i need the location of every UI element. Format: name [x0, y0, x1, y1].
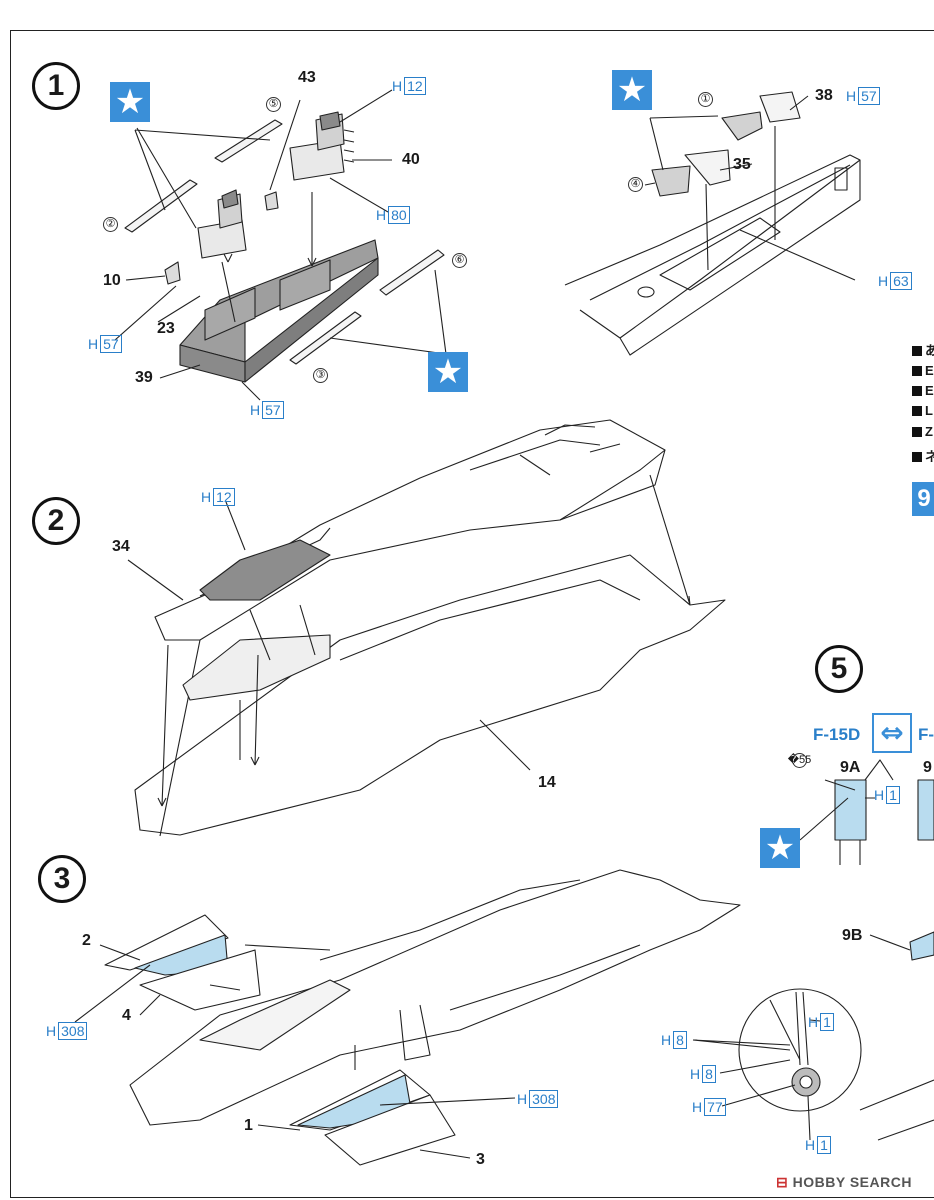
part-number-label: 9: [923, 759, 932, 776]
cockpit-tub-drawing: [179, 239, 379, 383]
star-icon: ★: [110, 82, 150, 122]
part-number-label: 9A: [840, 759, 861, 776]
decal-sheet-number: �55: [787, 753, 812, 768]
part-number-label: 34: [112, 538, 130, 555]
part-number-label: 38: [815, 87, 833, 104]
assembled-fuselage-drawing: [129, 869, 741, 1126]
part-number-label: 40: [402, 151, 420, 168]
part-number-label: 10: [103, 272, 121, 289]
legend-item: あ: [912, 344, 934, 357]
decal-sheet-number: ①: [698, 92, 713, 107]
part-number-label: 3: [476, 1151, 485, 1168]
part-number-label: 23: [157, 320, 175, 337]
star-icon: ★: [760, 828, 800, 868]
decal-sheet-number: ⑤: [266, 97, 281, 112]
step-number-5: 5: [815, 645, 863, 693]
decal-strips-step1: [124, 119, 445, 365]
upper-fuselage-drawing: [154, 419, 666, 641]
variant-label-other: F-: [918, 725, 934, 744]
legend-item: L: [912, 404, 933, 417]
ejection-seat-front: [197, 189, 247, 259]
step-number-1: 1: [32, 62, 80, 110]
part-number-label: 43: [298, 69, 316, 86]
watermark-text: HOBBY SEARCH: [792, 1174, 912, 1190]
legend-item: E: [912, 364, 934, 377]
swap-arrows-icon: ⇔: [872, 713, 912, 753]
gear-detail-circle: [738, 988, 862, 1112]
part-number-label: 4: [122, 1007, 131, 1024]
legend-badge: 9: [912, 482, 934, 516]
part-number-label: 1: [244, 1117, 253, 1134]
rear-fuselage-cockpit-drawing: [564, 154, 861, 356]
decal-sheet-number: ②: [103, 217, 118, 232]
legend-item: ネ: [912, 450, 934, 463]
part-number-label: 2: [82, 932, 91, 949]
legend-item: Z: [912, 425, 933, 438]
part-number-label: 14: [538, 774, 556, 791]
lower-fuselage-drawing: [134, 554, 726, 837]
intake-right-drawing: [289, 1069, 456, 1166]
variant-label-f15d: F-15D: [813, 725, 861, 744]
star-icon: ★: [612, 70, 652, 110]
watermark: ⊟ HOBBY SEARCH: [776, 1174, 912, 1191]
part-number-label: 39: [135, 369, 153, 386]
decal-sheet-number: ④: [628, 177, 643, 192]
page-border: [10, 30, 934, 1198]
step-number-3: 3: [38, 855, 86, 903]
step-number-2: 2: [32, 497, 80, 545]
ejection-seat-rear: [289, 111, 355, 181]
intake-left-drawing: [104, 914, 261, 1011]
star-icon: ★: [428, 352, 468, 392]
part-number-label: 35: [733, 156, 751, 173]
decal-sheet-number: ③: [313, 368, 328, 383]
hobby-search-logo-icon: ⊟: [776, 1174, 789, 1190]
part-number-label: 9B: [842, 927, 863, 944]
decal-sheet-number: ⑥: [452, 253, 467, 268]
legend-item: E: [912, 384, 934, 397]
